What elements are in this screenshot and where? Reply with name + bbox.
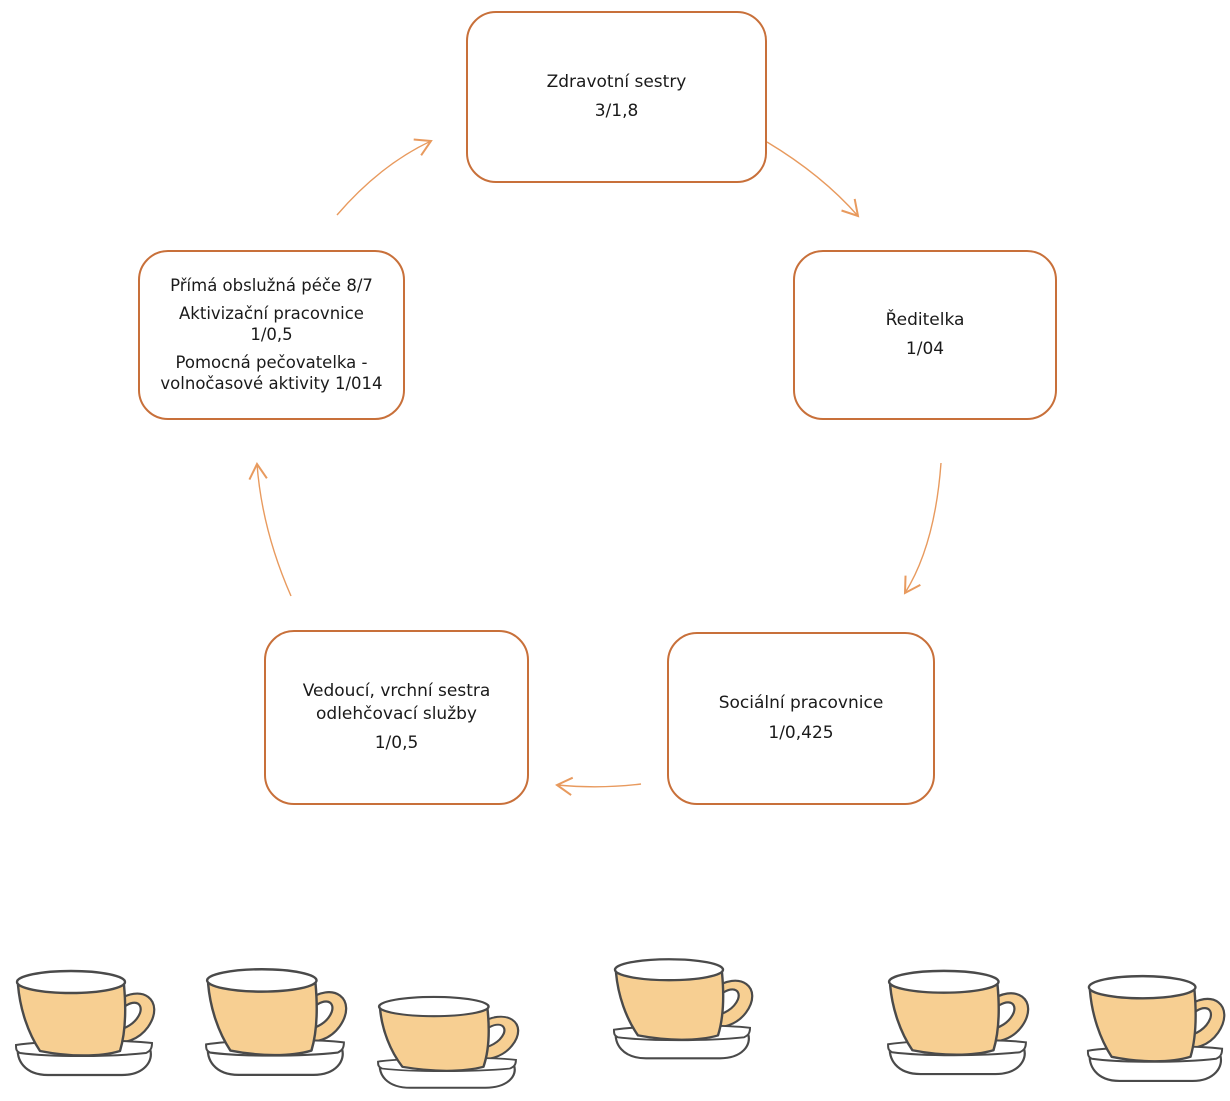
node-title: Vedoucí, vrchní sestra odlehčovací služb… <box>302 680 491 724</box>
arrow-vedouci-to-prima <box>248 462 292 597</box>
arrow-zdravotni-to-reditelka <box>766 141 860 218</box>
coffee-cup-icon <box>1082 960 1230 1087</box>
coffee-cup-icon <box>200 953 352 1081</box>
node-line-prima: Přímá obslužná péče 8/7 <box>170 276 373 296</box>
node-reditelka: Ředitelka 1/04 <box>793 250 1057 420</box>
node-title: Zdravotní sestry <box>546 71 687 92</box>
coffee-cup-icon <box>608 944 758 1064</box>
coffee-cup-icon <box>882 955 1034 1080</box>
node-line-pomocna: Pomocná pečovatelka - volnočasové aktivi… <box>160 352 383 394</box>
node-value: 1/04 <box>905 339 945 359</box>
arrow-prima-to-zdravotni <box>336 138 433 216</box>
node-title: Ředitelka <box>885 309 965 330</box>
node-zdravotni-sestry: Zdravotní sestry 3/1,8 <box>466 11 767 183</box>
node-vedouci-vrchni-sestra: Vedoucí, vrchní sestra odlehčovací služb… <box>264 630 529 805</box>
node-title: Sociální pracovnice <box>718 693 884 714</box>
node-value: 3/1,8 <box>594 101 639 121</box>
node-prima-obsluzna-pece: Přímá obslužná péče 8/7 Aktivizační prac… <box>138 250 405 420</box>
coffee-cup-icon <box>10 955 160 1081</box>
node-value: 1/0,5 <box>374 733 419 754</box>
coffee-cup-icon <box>372 983 524 1093</box>
arrow-socialni-to-vedouci <box>555 776 642 796</box>
node-line-aktivizacni: Aktivizační pracovnice 1/0,5 <box>179 303 364 345</box>
node-value: 1/0,425 <box>768 722 834 743</box>
node-socialni-pracovnice: Sociální pracovnice 1/0,425 <box>667 632 935 805</box>
arrow-reditelka-to-socialni <box>903 462 942 595</box>
